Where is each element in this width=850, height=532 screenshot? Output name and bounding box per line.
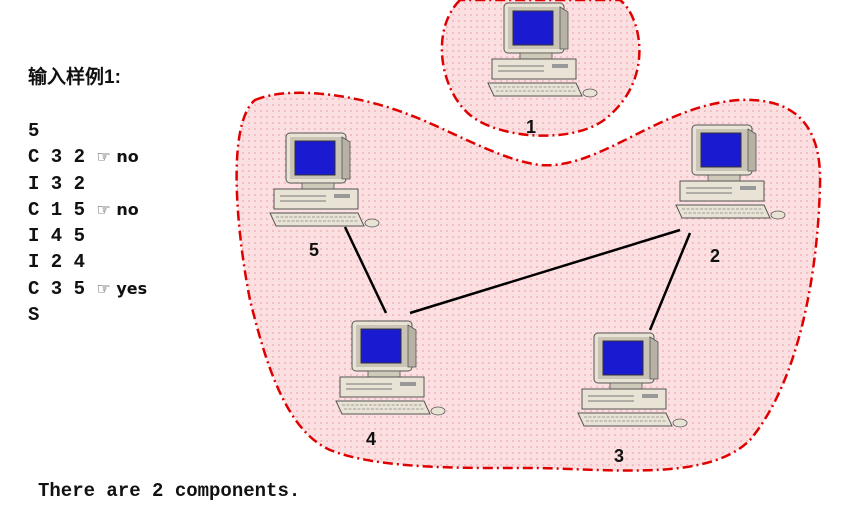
- sample-line: C 1 5 ☞ no: [28, 197, 147, 223]
- sample-line: C 3 2 ☞ no: [28, 144, 147, 170]
- sample-input-lines: 5 C 3 2 ☞ no I 3 2 C 1 5 ☞ no I 4 5 I 2 …: [28, 118, 147, 328]
- node-label-4: 4: [366, 429, 376, 449]
- node-label-5: 5: [309, 240, 319, 260]
- node-label-1: 1: [526, 117, 536, 137]
- result-note: ☞ yes: [96, 278, 148, 298]
- edge-5-4: [343, 226, 388, 314]
- command-text: I 3 2: [28, 172, 86, 195]
- node-label-3: 3: [614, 446, 624, 466]
- sample-line: C 3 5 ☞ yes: [28, 276, 147, 302]
- command-text: C 3 5: [28, 277, 97, 300]
- node-label-2: 2: [710, 246, 720, 266]
- result-note: ☞ no: [96, 199, 139, 219]
- edge-2-3: [648, 232, 692, 331]
- sample-title: 输入样例1:: [28, 67, 121, 88]
- edge-2-4: [409, 228, 681, 315]
- command-text: I 2 4: [28, 251, 86, 274]
- result-note: ☞ no: [96, 147, 139, 167]
- sample-line: I 3 2: [28, 171, 147, 197]
- command-text: C 1 5: [28, 198, 97, 221]
- sample-line: I 2 4: [28, 249, 147, 275]
- sample-line: 5: [28, 118, 147, 144]
- sample-line: I 4 5: [28, 223, 147, 249]
- command-text: 5: [28, 120, 40, 142]
- command-text: I 4 5: [28, 225, 86, 248]
- output-text: There are 2 components.: [38, 480, 301, 502]
- edges: [343, 226, 692, 331]
- sample-line: S: [28, 302, 147, 328]
- command-text: C 3 2: [28, 146, 97, 169]
- command-text: S: [28, 304, 40, 327]
